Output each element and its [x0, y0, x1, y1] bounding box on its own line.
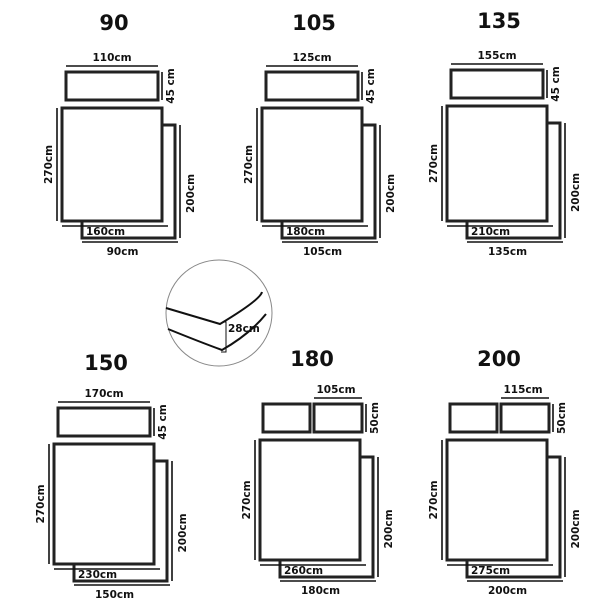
size-title: 150	[84, 351, 128, 375]
size-title: 135	[477, 9, 521, 33]
duvet-width-label: 260cm	[284, 565, 323, 577]
pillow-width-label: 105cm	[316, 384, 355, 396]
pillow-width-label: 115cm	[503, 384, 542, 396]
pillow-height-label: 50cm	[369, 402, 381, 434]
mattress-depth-detail: 28cm	[165, 259, 273, 367]
panel-size-105: 105 125cm 45 cm 270cm 180cm 200cm 105cm	[243, 11, 397, 258]
pillow	[264, 70, 360, 102]
pillow	[449, 68, 545, 100]
duvet-width-label: 230cm	[78, 569, 117, 581]
duvet-length-label: 270cm	[35, 484, 47, 523]
panel-size-150: 150 170cm 45 cm 270cm 230cm 200cm 150cm	[35, 351, 189, 600]
sheet-width-label: 105cm	[303, 246, 342, 258]
pillow-width-label: 110cm	[92, 52, 131, 64]
duvet-width-label: 160cm	[86, 226, 125, 238]
pillow	[261, 402, 312, 434]
duvet-cover	[258, 438, 362, 562]
size-title: 105	[292, 11, 336, 35]
duvet-length-label: 270cm	[43, 145, 55, 184]
sheet-width-label: 200cm	[488, 585, 527, 597]
panel-size-90: 90 110cm 45 cm 270cm 160cm 200cm 90cm	[43, 11, 197, 258]
size-title: 180	[290, 347, 334, 371]
duvet-cover	[445, 438, 549, 562]
sheet-length-label: 200cm	[177, 513, 189, 552]
pillow	[64, 70, 160, 102]
pillow-width-label: 170cm	[84, 388, 123, 400]
panel-size-135: 135 155cm 45 cm 270cm 210cm 200cm 135cm	[428, 9, 582, 258]
sheet-width-label: 135cm	[488, 246, 527, 258]
duvet-width-label: 275cm	[471, 565, 510, 577]
duvet-cover	[445, 104, 549, 223]
sheet-length-label: 200cm	[385, 174, 397, 213]
pillow-height-label: 45 cm	[550, 66, 562, 101]
panel-size-200: 200 115cm 50cm 270cm 275cm 200cm 200cm	[428, 347, 582, 597]
pillow	[56, 406, 152, 438]
duvet-length-label: 270cm	[428, 144, 440, 183]
mattress-depth-label: 28cm	[228, 323, 260, 335]
pillow-height-label: 50cm	[556, 402, 568, 434]
duvet-cover	[60, 106, 164, 223]
pillow-height-label: 45 cm	[157, 404, 169, 439]
pillow-width-label: 155cm	[477, 50, 516, 62]
sheet-length-label: 200cm	[570, 173, 582, 212]
sheet-length-label: 200cm	[185, 174, 197, 213]
duvet-width-label: 180cm	[286, 226, 325, 238]
sheet-width-label: 90cm	[107, 246, 139, 258]
pillow-height-label: 45 cm	[365, 68, 377, 103]
panel-size-180: 180 105cm 50cm 270cm 260cm 200cm 180cm	[241, 347, 395, 597]
pillow	[312, 402, 364, 434]
sheet-width-label: 150cm	[95, 589, 134, 600]
size-title: 200	[477, 347, 521, 371]
duvet-width-label: 210cm	[471, 226, 510, 238]
sheet-width-label: 180cm	[301, 585, 340, 597]
duvet-cover	[260, 106, 364, 223]
sheet-length-label: 200cm	[383, 509, 395, 548]
duvet-length-label: 270cm	[243, 145, 255, 184]
size-title: 90	[99, 11, 128, 35]
pillow-height-label: 45 cm	[165, 68, 177, 103]
duvet-cover	[52, 442, 156, 566]
duvet-length-label: 270cm	[428, 480, 440, 519]
duvet-length-label: 270cm	[241, 480, 253, 519]
sheet-length-label: 200cm	[570, 509, 582, 548]
pillow-width-label: 125cm	[292, 52, 331, 64]
depth-marker	[221, 321, 227, 353]
pillow	[448, 402, 499, 434]
pillow	[499, 402, 551, 434]
